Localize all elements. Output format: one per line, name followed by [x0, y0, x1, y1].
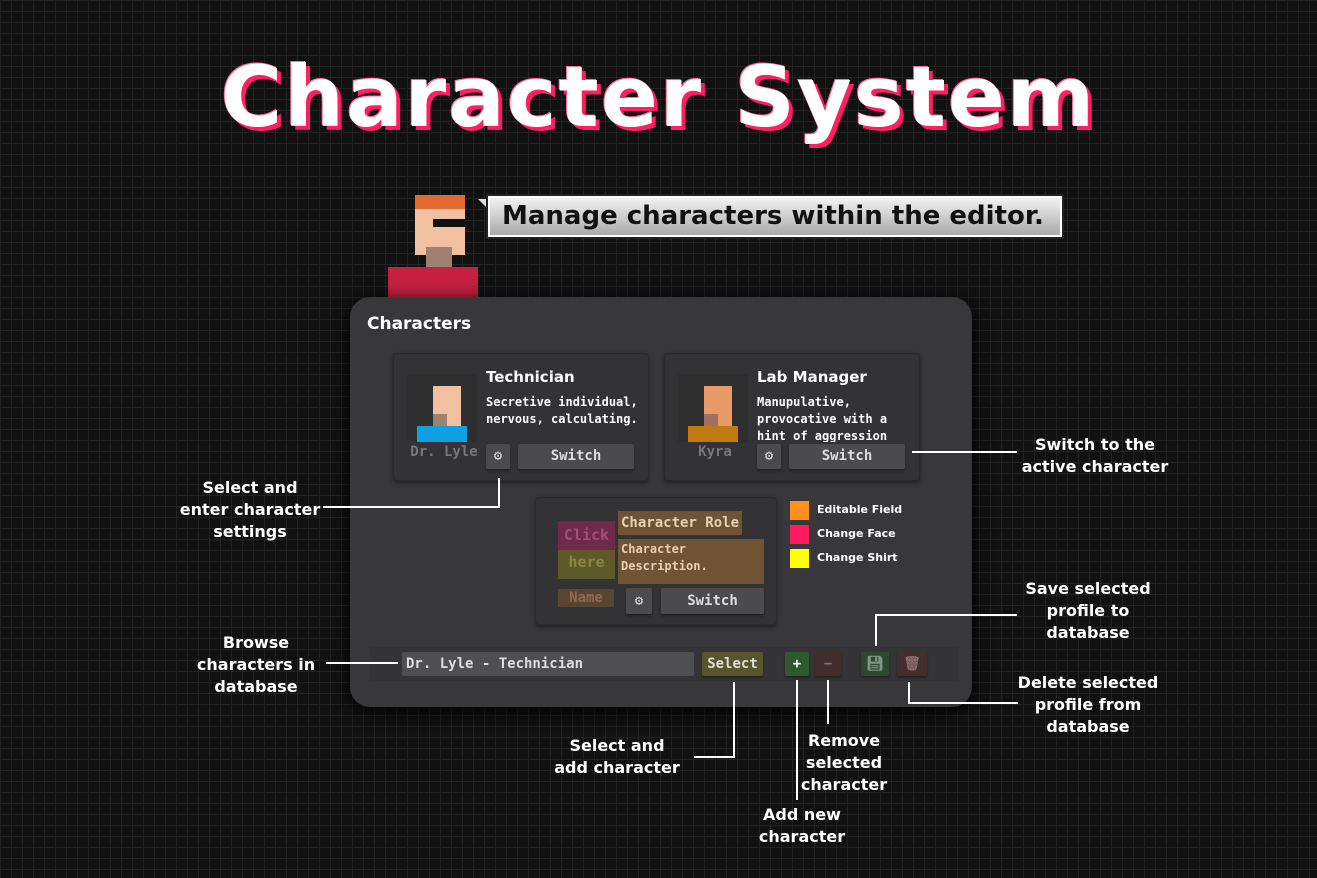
change-face-area[interactable]: Click — [558, 521, 615, 550]
character-name: Kyra — [698, 444, 732, 460]
annotation-add: Add new character — [758, 805, 846, 846]
tagline-bubble: Manage characters within the editor. — [486, 194, 1064, 239]
delete-profile-button[interactable]: 🗑︎ — [897, 652, 927, 676]
template-card: Click here Name Character Role Character… — [535, 497, 777, 625]
character-card: Dr. Lyle Technician Secretive individual… — [393, 353, 649, 481]
character-name: Dr. Lyle — [410, 444, 478, 460]
settings-button[interactable]: ⚙ — [626, 588, 652, 614]
character-role[interactable]: Technician — [486, 368, 575, 386]
settings-button[interactable]: ⚙ — [486, 444, 510, 469]
role-field[interactable]: Character Role — [618, 511, 742, 535]
annotation-settings: Select and enter character settings — [179, 478, 321, 541]
character-search-input[interactable]: Dr. Lyle - Technician — [402, 652, 694, 676]
legend-label: Change Shirt — [817, 551, 898, 564]
legend-swatch-shirt — [790, 549, 809, 568]
annotation-remove: Remove selected character — [800, 731, 888, 794]
annotation-delete: Delete selected profile from database — [1017, 673, 1159, 736]
save-profile-button[interactable]: 💾︎ — [861, 652, 889, 676]
portrait[interactable] — [678, 374, 748, 442]
mascot-sprite — [388, 195, 478, 297]
character-card: Kyra Lab Manager Manupulative, provocati… — [664, 353, 920, 481]
legend-swatch-face — [790, 525, 809, 544]
annotation-switch: Switch to the active character — [1021, 435, 1169, 476]
annotation-select-add: Select and add character — [554, 736, 680, 777]
annotation-browse: Browse characters in database — [196, 633, 316, 696]
annotation-save: Save selected profile to database — [1025, 579, 1151, 642]
name-field[interactable]: Name — [558, 589, 614, 607]
switch-button[interactable]: Switch — [661, 588, 764, 614]
save-icon: 💾︎ — [866, 656, 884, 672]
portrait[interactable] — [407, 374, 477, 442]
switch-button[interactable]: Switch — [789, 444, 905, 469]
gear-icon: ⚙ — [634, 593, 644, 609]
legend-label: Editable Field — [817, 503, 903, 516]
page-title: Character System — [220, 48, 1097, 146]
characters-panel: Characters Dr. Lyle Technician Secretive… — [350, 297, 972, 707]
remove-character-button[interactable]: − — [815, 652, 841, 676]
add-character-button[interactable]: + — [785, 652, 809, 676]
gear-icon: ⚙ — [764, 448, 774, 464]
switch-button[interactable]: Switch — [518, 444, 634, 469]
character-role[interactable]: Lab Manager — [757, 368, 867, 386]
character-description[interactable]: Manupulative, provocative with a hint of… — [757, 395, 888, 442]
trash-icon: 🗑︎ — [903, 656, 921, 672]
settings-button[interactable]: ⚙ — [757, 444, 781, 469]
change-shirt-area[interactable]: here — [558, 550, 615, 579]
gear-icon: ⚙ — [493, 448, 503, 464]
character-description[interactable]: Secretive individual, nervous, calculati… — [486, 395, 638, 426]
legend-swatch-editable — [790, 501, 809, 520]
description-field[interactable]: Character Description. — [618, 539, 764, 584]
select-button[interactable]: Select — [702, 652, 763, 676]
panel-title: Characters — [367, 314, 472, 334]
legend-label: Change Face — [817, 527, 896, 540]
